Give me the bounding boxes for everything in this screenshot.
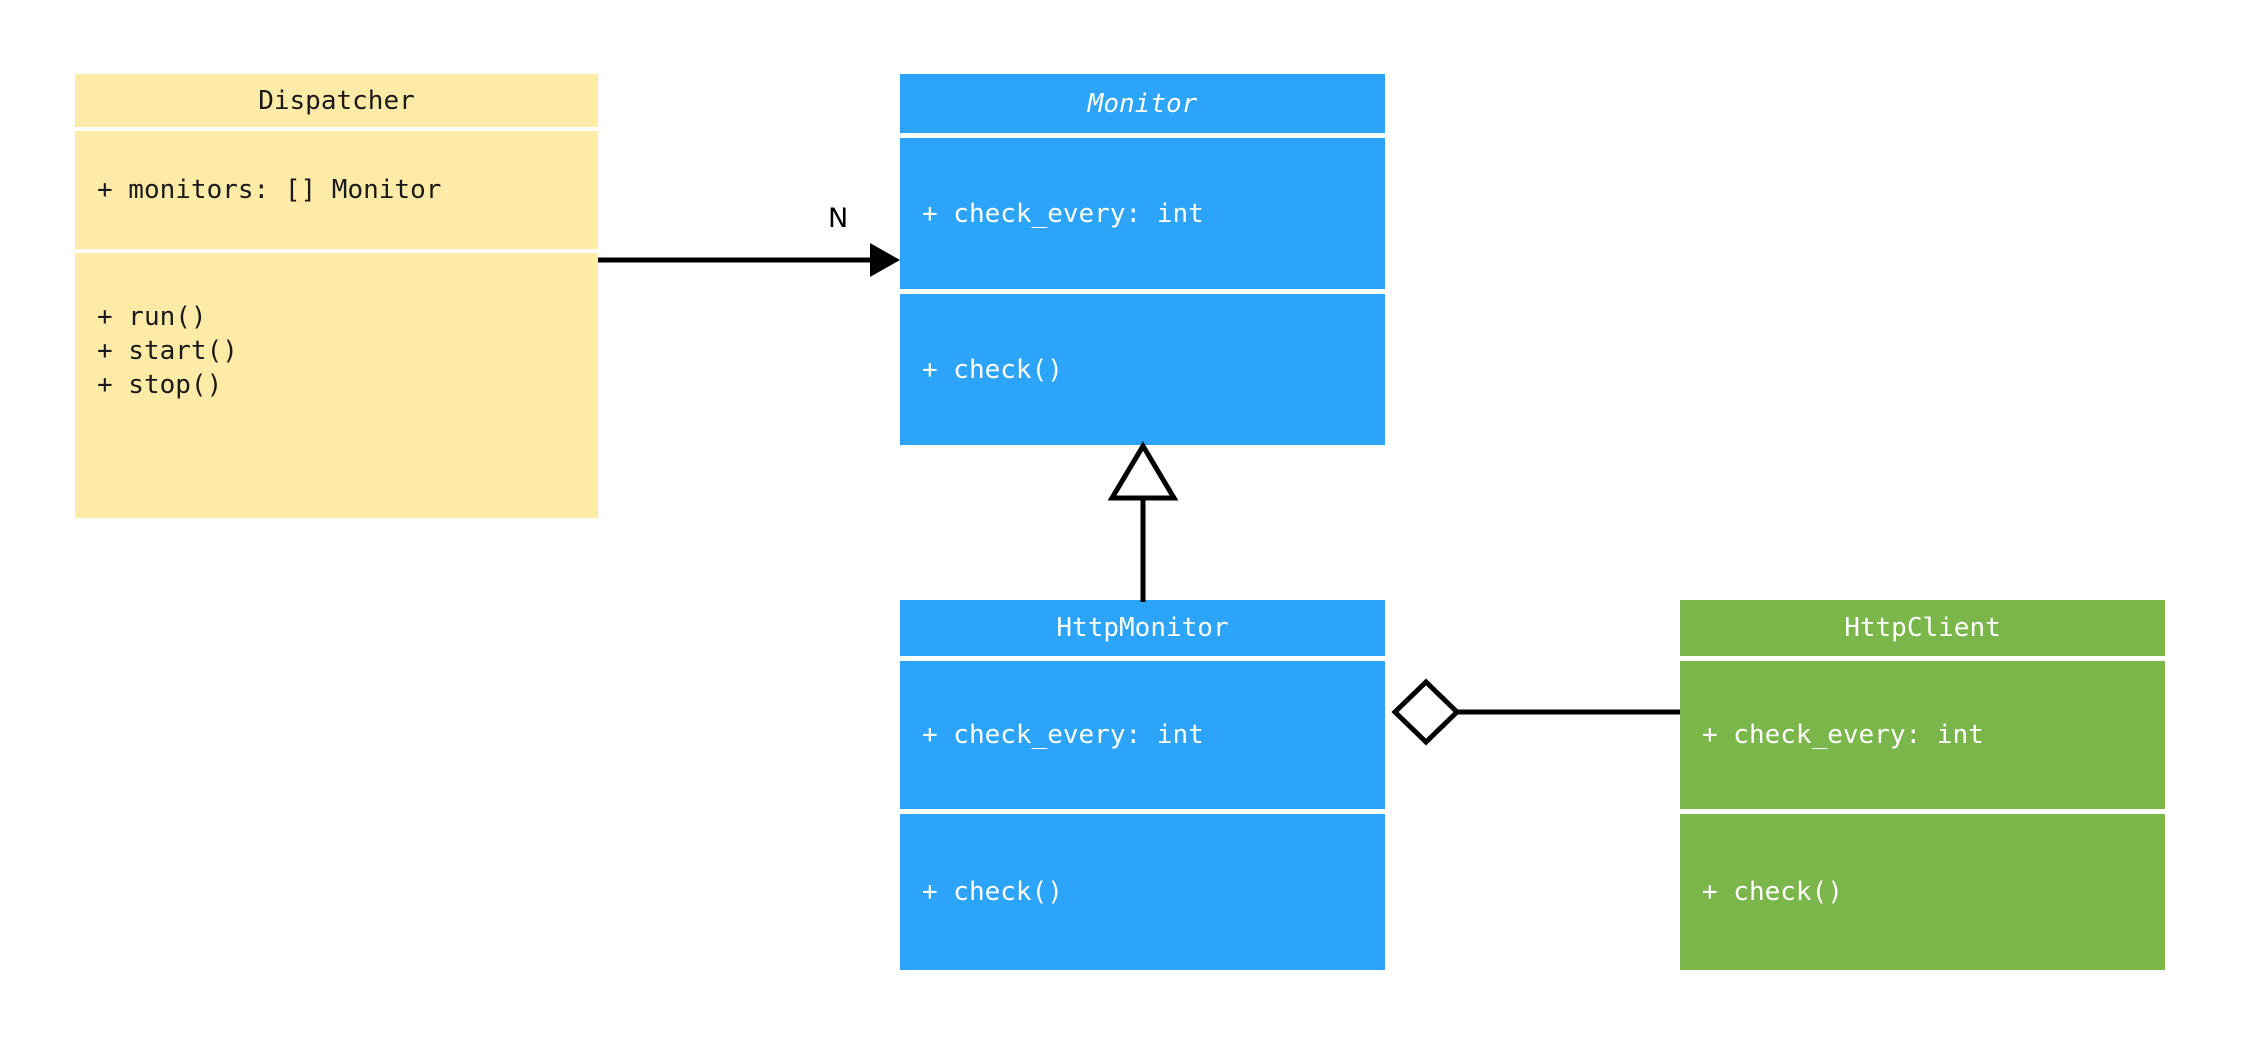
class-methods-http-client: + check() [1680,814,2165,970]
attribute-row: + check_every: int [922,198,1204,229]
arrowhead-hollow-triangle [1107,441,1179,501]
class-title-http-client: HttpClient [1680,600,2165,656]
attribute-row: + check_every: int [922,720,1204,750]
class-title-monitor: Monitor [900,74,1385,133]
class-attributes-dispatcher: + monitors: [] Monitor [75,131,598,249]
attribute-row: + monitors: [] Monitor [97,175,442,205]
relation-httpmonitor-httpclient [1391,678,1680,746]
class-title-dispatcher: Dispatcher [75,74,598,127]
relation-label-multiplicity: N [828,203,849,234]
method-row: + stop() [97,370,223,400]
method-row: + check() [922,877,1063,907]
method-row: + run() [97,302,207,332]
class-attributes-http-client: + check_every: int [1680,661,2165,809]
uml-class-dispatcher[interactable]: Dispatcher + monitors: [] Monitor + run(… [75,74,598,518]
class-methods-http-monitor: + check() [900,814,1385,970]
class-methods-dispatcher: + run() + start() + stop() [75,253,598,518]
relation-httpmonitor-monitor [1107,441,1179,602]
method-row: + check() [922,354,1063,385]
arrowhead-hollow-diamond [1391,678,1461,746]
uml-class-http-monitor[interactable]: HttpMonitor + check_every: int + check() [900,600,1385,970]
method-row: + start() [97,336,238,366]
arrowhead-solid [870,243,900,277]
method-row: + check() [1702,877,1843,907]
class-attributes-http-monitor: + check_every: int [900,661,1385,809]
relation-dispatcher-monitor [598,243,900,277]
class-attributes-monitor: + check_every: int [900,138,1385,289]
class-methods-monitor: + check() [900,294,1385,445]
uml-class-monitor[interactable]: Monitor + check_every: int + check() [900,74,1385,445]
uml-class-http-client[interactable]: HttpClient + check_every: int + check() [1680,600,2165,970]
class-title-http-monitor: HttpMonitor [900,600,1385,656]
attribute-row: + check_every: int [1702,720,1984,750]
